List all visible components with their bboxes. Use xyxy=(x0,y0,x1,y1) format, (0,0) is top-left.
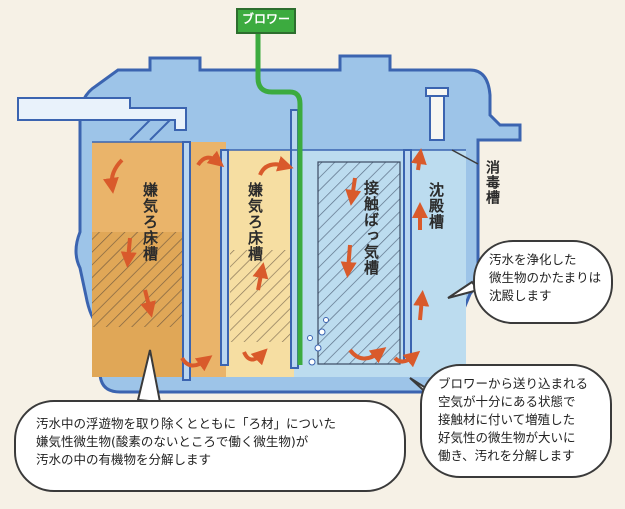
anaerobic-1-label: 嫌気ろ床槽 xyxy=(141,182,159,262)
air-bubbles xyxy=(307,317,329,366)
partition-4 xyxy=(403,149,412,361)
aeration-callout: ブロワーから送り込まれる 空気が十分にある状態で 接触材に付いて増殖した 好気性… xyxy=(420,364,612,478)
aeration-callout-line-3: 接触材に付いて増殖した xyxy=(438,412,576,427)
inlet-pipe xyxy=(17,97,187,131)
aeration-media-border xyxy=(317,161,401,365)
aeration-callout-line-4: 好気性の微生物が大いに xyxy=(438,430,576,445)
sedimentation-callout-line-3: 沈殿します xyxy=(489,288,552,303)
aeration-callout-line-5: 働き、汚れを分解します xyxy=(438,448,575,463)
anaerobic-1-media xyxy=(92,232,186,327)
sedimentation-callout-line-1: 汚水を浄化した xyxy=(489,252,577,267)
anaerobic-2-media xyxy=(230,250,292,342)
flow-arrows xyxy=(102,148,430,372)
blower-pipe xyxy=(255,30,303,365)
sedimentation-callout-line-2: 微生物のかたまりは xyxy=(489,270,602,285)
anaerobic-callout-line-1: 汚水中の浮遊物を取り除くとともに「ろ材」についた xyxy=(36,416,337,431)
anaerobic-2-label: 嫌気ろ床槽 xyxy=(246,182,264,262)
anaerobic-callout: 汚水中の浮遊物を取り除くとともに「ろ材」についた 嫌気性微生物(酸素のないところ… xyxy=(14,400,406,492)
anaerobic-callout-line-2: 嫌気性微生物(酸素のないところで働く微生物)が xyxy=(36,434,309,449)
disinfection-label: 消毒槽 xyxy=(484,160,500,205)
contact-aeration-label: 接触ばっ気槽 xyxy=(362,180,380,276)
partition-2 xyxy=(220,149,229,366)
aeration-callout-line-2: 空気が十分にある状態で xyxy=(438,394,576,409)
anaerobic-1-riser xyxy=(186,142,226,377)
blower-label: ブロワー xyxy=(236,8,296,34)
sedimentation-callout: 汚水を浄化した 微生物のかたまりは 沈殿します xyxy=(473,240,613,324)
partition-1 xyxy=(182,141,191,381)
partition-3 xyxy=(290,109,299,369)
anaerobic-1-upper-fill xyxy=(92,142,186,232)
anaerobic-callout-line-3: 汚水の中の有機物を分解します xyxy=(36,452,212,467)
aeration-callout-line-1: ブロワーから送り込まれる xyxy=(438,376,589,391)
aeration-media xyxy=(318,162,400,364)
disinfection-pointer xyxy=(451,149,479,165)
outlet-vent xyxy=(429,91,445,141)
sedimentation-label: 沈殿槽 xyxy=(427,182,445,230)
